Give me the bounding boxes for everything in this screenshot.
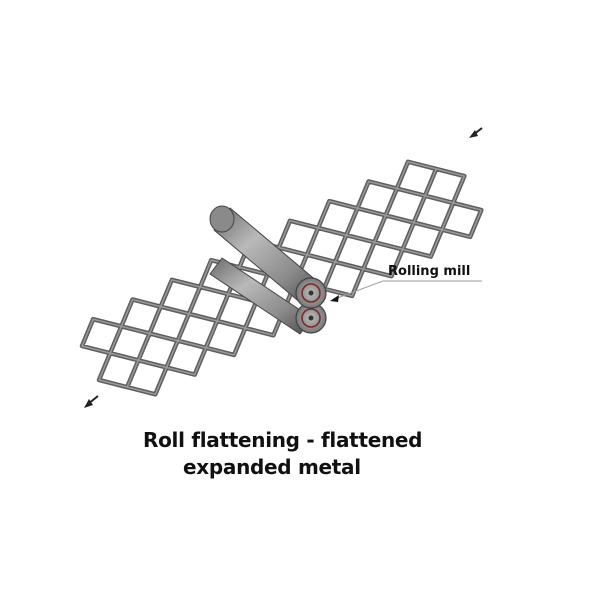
caption-line-1: Roll flattening - flattened [143, 428, 423, 452]
caption-line-2: expanded metal [183, 455, 361, 479]
rolling-mill-label: Rolling mill [388, 264, 471, 279]
feed-direction-arrow-out [84, 395, 99, 408]
lower-roller [209, 257, 327, 335]
upper-roller [209, 205, 327, 309]
callout-leader [330, 280, 482, 302]
feed-direction-arrow-in [469, 127, 483, 138]
